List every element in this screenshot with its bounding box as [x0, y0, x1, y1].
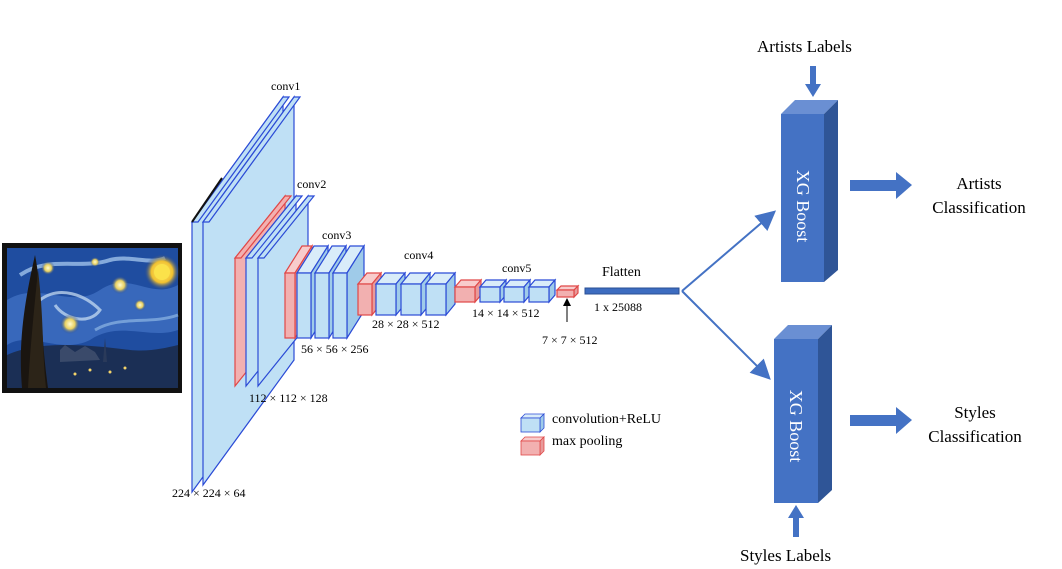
- pool5-block: [555, 284, 580, 299]
- pool5-dims: 7 × 7 × 512: [542, 333, 598, 347]
- legend-pool-swatch: [520, 436, 545, 456]
- xgboost-bottom-label: XG Boost: [786, 390, 806, 463]
- flatten-bar: [584, 287, 680, 295]
- cnn-layer-stack: [190, 95, 580, 494]
- styles-output-arrow: [850, 407, 912, 434]
- flatten-dims: 1 x 25088: [594, 300, 642, 314]
- layer-name-conv2: conv2: [297, 177, 327, 191]
- conv1-dark-edge: [191, 177, 223, 223]
- layer-name-conv3: conv3: [322, 228, 352, 242]
- styles-classification-output: Styles Classification: [914, 401, 1036, 449]
- legend-pool-label: max pooling: [552, 434, 623, 449]
- artists-classification-output: Artists Classification: [918, 172, 1040, 220]
- painting-image: [2, 243, 182, 393]
- xgboost-top-label: XG Boost: [793, 170, 813, 243]
- arrow-to-top-xgboost: [681, 210, 777, 292]
- layer-dims-conv1: 224 × 224 × 64: [172, 486, 246, 500]
- conv5-block-b: [502, 278, 532, 304]
- xgboost-box-top: [781, 100, 838, 282]
- styles-output-line2: Classification: [928, 427, 1022, 446]
- artists-output-line1: Artists: [956, 174, 1002, 193]
- pool4-block: [453, 278, 483, 304]
- layer-name-conv4: conv4: [404, 248, 434, 262]
- artists-output-arrow: [850, 172, 912, 199]
- layer-dims-conv2: 112 × 112 × 128: [249, 391, 328, 405]
- layer-dims-conv3: 56 × 56 × 256: [301, 342, 369, 356]
- flatten-label: Flatten: [602, 265, 641, 280]
- pool5-pointer-head: [563, 298, 571, 306]
- styles-output-line1: Styles: [954, 403, 996, 422]
- layer-dims-conv4: 28 × 28 × 512: [372, 317, 440, 331]
- styles-labels-arrow: [788, 505, 804, 537]
- layer-name-conv1: conv1: [271, 79, 301, 93]
- conv4-block-c: [424, 271, 457, 317]
- arrow-to-bottom-xgboost: [681, 290, 771, 380]
- artists-output-line2: Classification: [932, 198, 1026, 217]
- styles-labels-text: Styles Labels: [740, 546, 832, 565]
- layer-name-conv5: conv5: [502, 261, 532, 275]
- conv5-block-c: [527, 278, 557, 304]
- conv5-block-a: [478, 278, 508, 304]
- artists-labels-arrow: [805, 66, 821, 97]
- legend-conv-label: convolution+ReLU: [552, 412, 661, 427]
- legend-conv-swatch: [520, 413, 545, 433]
- xgboost-box-bottom: [774, 325, 832, 503]
- layer-dims-conv5: 14 × 14 × 512: [472, 306, 540, 320]
- artists-labels-text: Artists Labels: [757, 37, 852, 56]
